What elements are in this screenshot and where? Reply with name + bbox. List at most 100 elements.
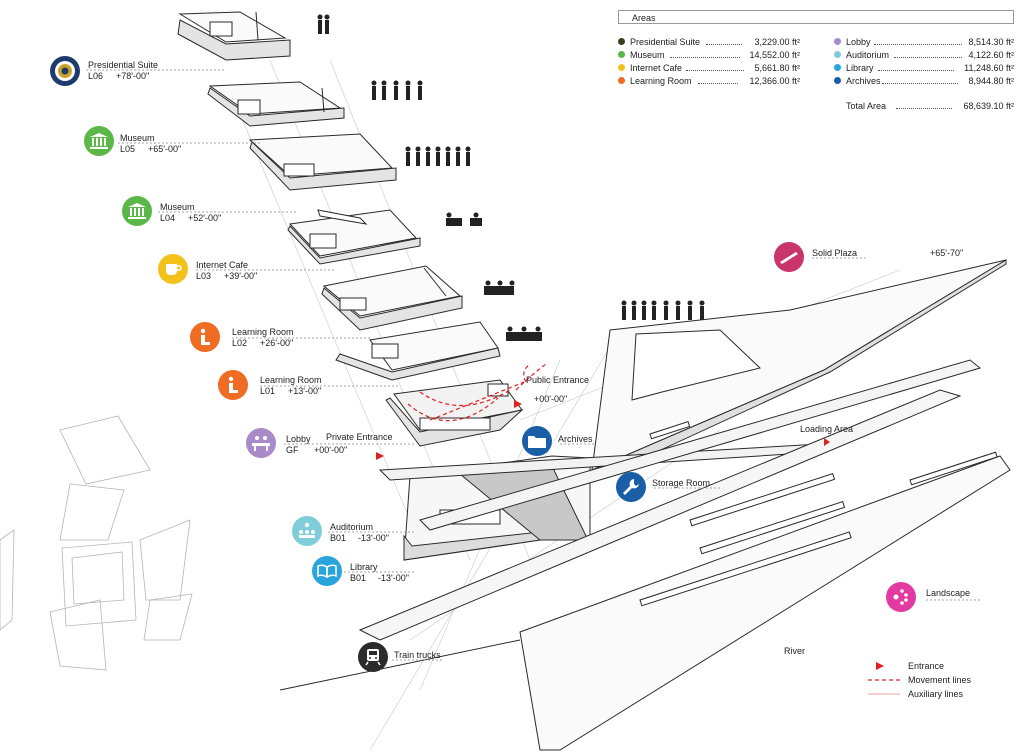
area-value: 14,552.00 ft² — [749, 50, 800, 60]
level-name: Learning Room — [260, 375, 322, 385]
level-name: Library — [350, 562, 378, 572]
area-value: 11,248.60 ft² — [964, 63, 1014, 73]
train-trucks-label: Train trucks — [394, 650, 441, 660]
area-swatch — [618, 38, 625, 45]
legend-movement-label: Movement lines — [908, 675, 972, 685]
area-value: 12,366.00 ft² — [749, 76, 800, 86]
info-icon — [190, 322, 220, 352]
legend-auxiliary-label: Auxiliary lines — [908, 689, 964, 699]
archives-label: Archives — [558, 434, 593, 444]
level-elevation: -13'-00" — [378, 573, 409, 583]
open-book-icon — [312, 556, 342, 586]
movement-lines — [407, 363, 547, 422]
landscape-icon — [886, 582, 916, 612]
level-elevation: -13'-00" — [358, 533, 389, 543]
private-entrance-label: Private Entrance — [326, 432, 393, 442]
level-name: Auditorium — [330, 522, 374, 532]
level-elevation: +26'-00" — [260, 338, 294, 348]
area-leader — [698, 83, 738, 84]
area-row: Learning Room 12,366.00 ft² — [618, 75, 800, 87]
level-code: L02 — [232, 338, 248, 348]
reception-desk-icon — [246, 428, 276, 458]
level-label: Museum L04 +52'-00" — [160, 202, 221, 224]
area-name: Museum — [630, 50, 665, 60]
presidential-seal-icon — [50, 56, 80, 86]
level-code: L04 — [160, 213, 176, 223]
folder-icon — [522, 426, 552, 456]
plaza-icon — [774, 242, 804, 272]
landscape-label: Landscape — [926, 588, 971, 598]
area-value: 8,944.80 ft² — [968, 76, 1014, 86]
level-name: Internet Cafe — [196, 260, 249, 270]
context-sketch — [0, 415, 193, 671]
leader-lines — [86, 69, 980, 661]
level-elevation: +13'-00" — [288, 386, 322, 396]
area-leader — [878, 70, 954, 71]
people-silhouettes — [317, 14, 705, 341]
legend-entrance-symbol — [876, 662, 884, 670]
level-label: Learning Room L01 +13'-00" — [260, 375, 322, 397]
legend: Entrance Movement lines Auxiliary lines — [866, 660, 1016, 706]
level-name: Museum — [160, 202, 195, 212]
area-swatch — [618, 64, 625, 71]
level-label: Internet Cafe L03 +39'-00" — [196, 260, 257, 282]
area-name: Archives — [846, 76, 881, 86]
museum-icon — [122, 196, 152, 226]
area-swatch — [834, 77, 841, 84]
area-swatch — [618, 77, 625, 84]
level-code: L05 — [120, 144, 136, 154]
level-elevation: +52'-00" — [188, 213, 222, 223]
level-code: L06 — [88, 71, 104, 81]
audience-icon — [292, 516, 322, 546]
area-row: Auditorium 4,122.60 ft² — [834, 49, 1014, 61]
area-leader — [896, 108, 952, 109]
public-entrance-label: Public Entrance — [526, 375, 590, 385]
areas-table: Areas Presidential Suite 3,229.00 ft² Mu… — [618, 10, 1018, 125]
area-total-label: Total Area — [846, 101, 887, 111]
area-swatch — [618, 51, 625, 58]
area-name: Auditorium — [846, 50, 890, 60]
area-value: 8,514.30 ft² — [968, 37, 1014, 47]
loading-area-label: Loading Area — [800, 424, 854, 434]
solid-plaza-label: Solid Plaza — [812, 248, 858, 258]
area-total-value: 68,639.10 ft² — [963, 101, 1014, 111]
area-row: Museum 14,552.00 ft² — [618, 49, 800, 61]
plaza-elevation-label: +65'-70" — [930, 248, 964, 258]
area-leader — [706, 44, 742, 45]
level-code: B01 — [330, 533, 347, 543]
area-name: Lobby — [846, 37, 871, 47]
area-leader — [882, 83, 958, 84]
site-plaza — [279, 259, 1011, 751]
museum-icon — [84, 126, 114, 156]
area-row: Lobby 8,514.30 ft² — [834, 36, 1014, 48]
wrench-icon — [616, 472, 646, 502]
storage-room-label: Storage Room — [652, 478, 711, 488]
area-name: Presidential Suite — [630, 37, 701, 47]
river-label: River — [784, 646, 806, 656]
area-swatch — [834, 64, 841, 71]
level-elevation: +65'-00" — [148, 144, 182, 154]
floor-slabs — [177, 11, 591, 561]
level-code: L03 — [196, 271, 212, 281]
area-name: Library — [846, 63, 874, 73]
info-icon — [218, 370, 248, 400]
areas-header: Areas — [618, 10, 1014, 24]
level-label: Museum L05 +65'-00" — [120, 133, 181, 155]
area-row: Internet Cafe 5,661.80 ft² — [618, 62, 800, 74]
level-code: GF — [286, 445, 299, 455]
level-elevation: +00'-00" — [314, 445, 348, 455]
level-name: Learning Room — [232, 327, 294, 337]
area-total-row: Total Area 68,639.10 ft² — [846, 100, 1014, 112]
level-label: Auditorium B01 -13'-00" — [330, 522, 389, 544]
area-leader — [686, 70, 744, 71]
area-swatch — [834, 51, 841, 58]
area-swatch — [834, 38, 841, 45]
level-name: Lobby — [286, 434, 311, 444]
area-value: 5,661.80 ft² — [754, 63, 800, 73]
area-value: 3,229.00 ft² — [754, 37, 800, 47]
level-label: Presidential Suite L06 +78'-00" — [88, 60, 158, 82]
legend-symbols — [868, 662, 900, 695]
level-label: Lobby GF +00'-00" — [286, 434, 347, 456]
